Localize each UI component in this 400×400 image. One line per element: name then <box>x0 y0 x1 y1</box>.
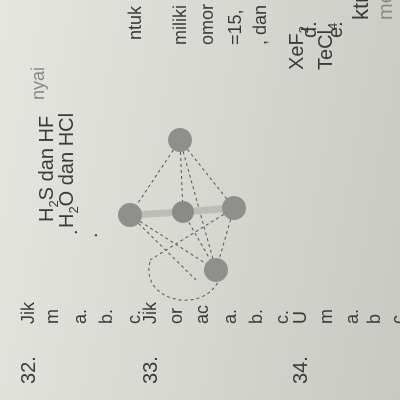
bond-line <box>179 139 217 271</box>
question-number: 33. <box>140 356 162 384</box>
bond-line <box>179 139 184 213</box>
bond-line <box>215 207 235 271</box>
atom <box>222 196 246 220</box>
formula-h2o-hcl: H2O dan HCl <box>56 112 81 228</box>
bond-line <box>179 139 235 209</box>
choice: a. <box>70 308 90 324</box>
margin-word: miliki <box>170 5 190 45</box>
lone-pair-lobe <box>148 261 219 301</box>
question-line: m <box>42 309 62 324</box>
option-line: . <box>80 232 103 238</box>
atom <box>172 201 194 223</box>
formula-h2s-hf: H2S dan HF <box>36 115 61 222</box>
bond-line <box>129 139 181 216</box>
formula-xef2: XeF2 <box>286 26 311 70</box>
atom <box>118 203 142 227</box>
bottom-fragment: mempunyai gaya <box>375 0 398 20</box>
question-text: U <box>290 311 310 324</box>
option-letter: . <box>60 229 82 235</box>
question-text: Jik <box>140 302 160 324</box>
question-number: 34. <box>290 356 312 384</box>
choice: b. <box>96 308 116 324</box>
bond-line <box>129 214 197 281</box>
question-text: Jik <box>18 302 38 324</box>
question-line: or <box>166 307 186 324</box>
margin-word: , dan <box>250 4 270 45</box>
bond-line <box>149 207 235 261</box>
margin-word: =15, <box>225 9 245 45</box>
option-formula: H2O dan HCl <box>56 113 81 228</box>
atom <box>168 128 192 152</box>
option-letter: . <box>80 232 102 238</box>
question-line: m <box>316 309 336 324</box>
margin-word: omor <box>197 3 217 45</box>
choice: b <box>364 313 384 324</box>
formula-tecl4: TeCl4 <box>315 22 340 70</box>
header-fragment: nyai <box>28 66 48 100</box>
question-number: 32. <box>18 356 40 384</box>
electronegativity-line: ktronegatifan Br = 2,7 dan <box>348 0 374 20</box>
question-line: ac <box>192 304 212 324</box>
choice: c. <box>388 309 400 324</box>
margin-word: ntuk <box>125 5 145 40</box>
choice: b. <box>246 308 266 324</box>
choice: a. <box>220 308 240 324</box>
bond-line <box>129 214 217 271</box>
choice: a. <box>342 308 362 324</box>
atom <box>204 258 228 282</box>
